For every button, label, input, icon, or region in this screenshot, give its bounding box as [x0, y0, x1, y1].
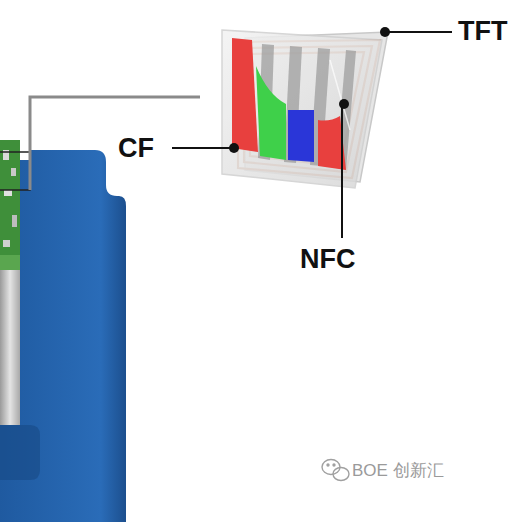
part-label: TFT: [458, 18, 507, 45]
part-label: CF: [118, 135, 154, 162]
watermark: BOE 创新汇: [352, 462, 444, 479]
device-body: [0, 140, 126, 522]
watermark-icon: [322, 460, 349, 481]
display-stack: [222, 30, 388, 188]
zoom-leader: [30, 97, 200, 190]
callout-leaders: [172, 27, 452, 238]
part-label: NFC: [300, 246, 356, 273]
